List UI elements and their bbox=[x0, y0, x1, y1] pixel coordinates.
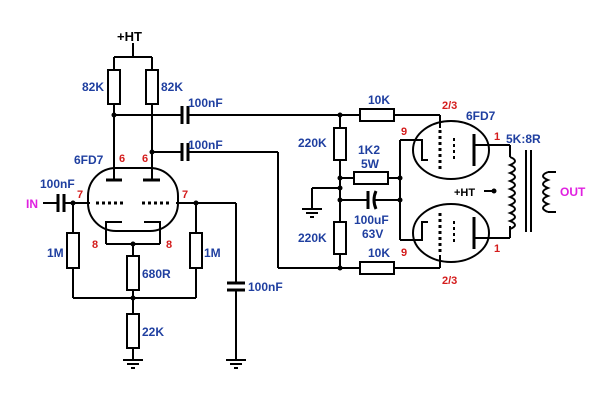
r-cathode-label: 680R bbox=[142, 267, 171, 281]
c-bypass-label: 100nF bbox=[248, 280, 283, 294]
resistor-220k-bottom bbox=[333, 221, 347, 255]
c-mid-label: 100nF bbox=[188, 138, 223, 152]
pin-output-cathode-bottom: 9 bbox=[401, 247, 407, 259]
r-10k-top-label: 10K bbox=[368, 93, 390, 107]
resistor-1m-right bbox=[189, 232, 203, 269]
transformer-label: 5K:8R bbox=[506, 132, 541, 146]
driver-tube bbox=[87, 167, 179, 232]
driver-tube-label: 6FD7 bbox=[74, 153, 104, 167]
capacitor-100uf bbox=[366, 190, 378, 210]
c-input-label: 100nF bbox=[40, 177, 75, 191]
r-grid-left-label: 1M bbox=[47, 246, 64, 260]
pin-output-plate-top: 1 bbox=[494, 131, 500, 143]
labels: +HT +HT IN OUT 82K 82K 100nF 100nF 100nF… bbox=[26, 29, 586, 339]
pin-driver-cathode-left: 8 bbox=[92, 239, 98, 251]
pin-output-grid-top: 2/3 bbox=[442, 100, 457, 112]
pin-driver-plate-left: 6 bbox=[119, 153, 125, 165]
resistor-10k-bottom bbox=[359, 261, 395, 275]
ht-supply-label: +HT bbox=[117, 29, 142, 44]
output-label: OUT bbox=[560, 185, 586, 199]
resistor-82k-left bbox=[107, 69, 121, 105]
r-10k-bottom-label: 10K bbox=[368, 246, 390, 260]
output-transformer bbox=[507, 150, 556, 232]
pin-output-cathode-top: 9 bbox=[401, 126, 407, 138]
pin-driver-plate-right: 6 bbox=[142, 153, 148, 165]
input-label: IN bbox=[26, 197, 38, 211]
capacitor-100nf-input bbox=[56, 194, 66, 212]
ground-icon bbox=[123, 359, 143, 369]
c-100uf-voltage-label: 63V bbox=[362, 227, 383, 241]
output-tube-label: 6FD7 bbox=[466, 109, 496, 123]
r-grid-right-label: 1M bbox=[204, 246, 221, 260]
resistor-82k-right bbox=[145, 69, 159, 105]
r-1k2-power-label: 5W bbox=[361, 157, 380, 171]
capacitor-100nf-bypass bbox=[227, 281, 245, 292]
capacitor-100nf-mid bbox=[180, 143, 190, 161]
resistor-10k-top bbox=[359, 108, 395, 122]
ground-icon bbox=[226, 359, 246, 369]
pin-output-plate-bottom: 1 bbox=[494, 243, 500, 255]
resistor-22k bbox=[126, 313, 140, 349]
r-tail-label: 22K bbox=[142, 325, 164, 339]
r-plate-left-label: 82K bbox=[82, 80, 104, 94]
r-plate-right-label: 82K bbox=[161, 80, 183, 94]
capacitors bbox=[56, 106, 378, 292]
resistors bbox=[66, 69, 395, 349]
pin-output-grid-bottom: 2/3 bbox=[442, 275, 457, 287]
pin-driver-cathode-right: 8 bbox=[166, 239, 172, 251]
output-tube-top bbox=[410, 120, 492, 180]
junction-dots bbox=[70, 112, 497, 301]
r-bias-bottom-label: 220K bbox=[298, 231, 327, 245]
output-tube-bottom bbox=[410, 203, 492, 263]
c-top-label: 100nF bbox=[188, 96, 223, 110]
r-1k2-label: 1K2 bbox=[358, 143, 380, 157]
pin-driver-grid-right: 7 bbox=[182, 189, 188, 201]
ground-symbols bbox=[123, 208, 322, 369]
resistor-1m-left bbox=[66, 232, 80, 269]
pin-driver-grid-left: 7 bbox=[77, 189, 83, 201]
capacitor-100nf-top bbox=[180, 106, 190, 124]
r-bias-top-label: 220K bbox=[298, 136, 327, 150]
resistor-220k-top bbox=[333, 127, 347, 161]
ht-transformer-label: +HT bbox=[454, 187, 475, 199]
resistor-680r bbox=[126, 255, 140, 291]
resistor-1k2 bbox=[353, 171, 389, 185]
ground-icon bbox=[302, 208, 322, 218]
c-100uf-label: 100uF bbox=[354, 213, 389, 227]
